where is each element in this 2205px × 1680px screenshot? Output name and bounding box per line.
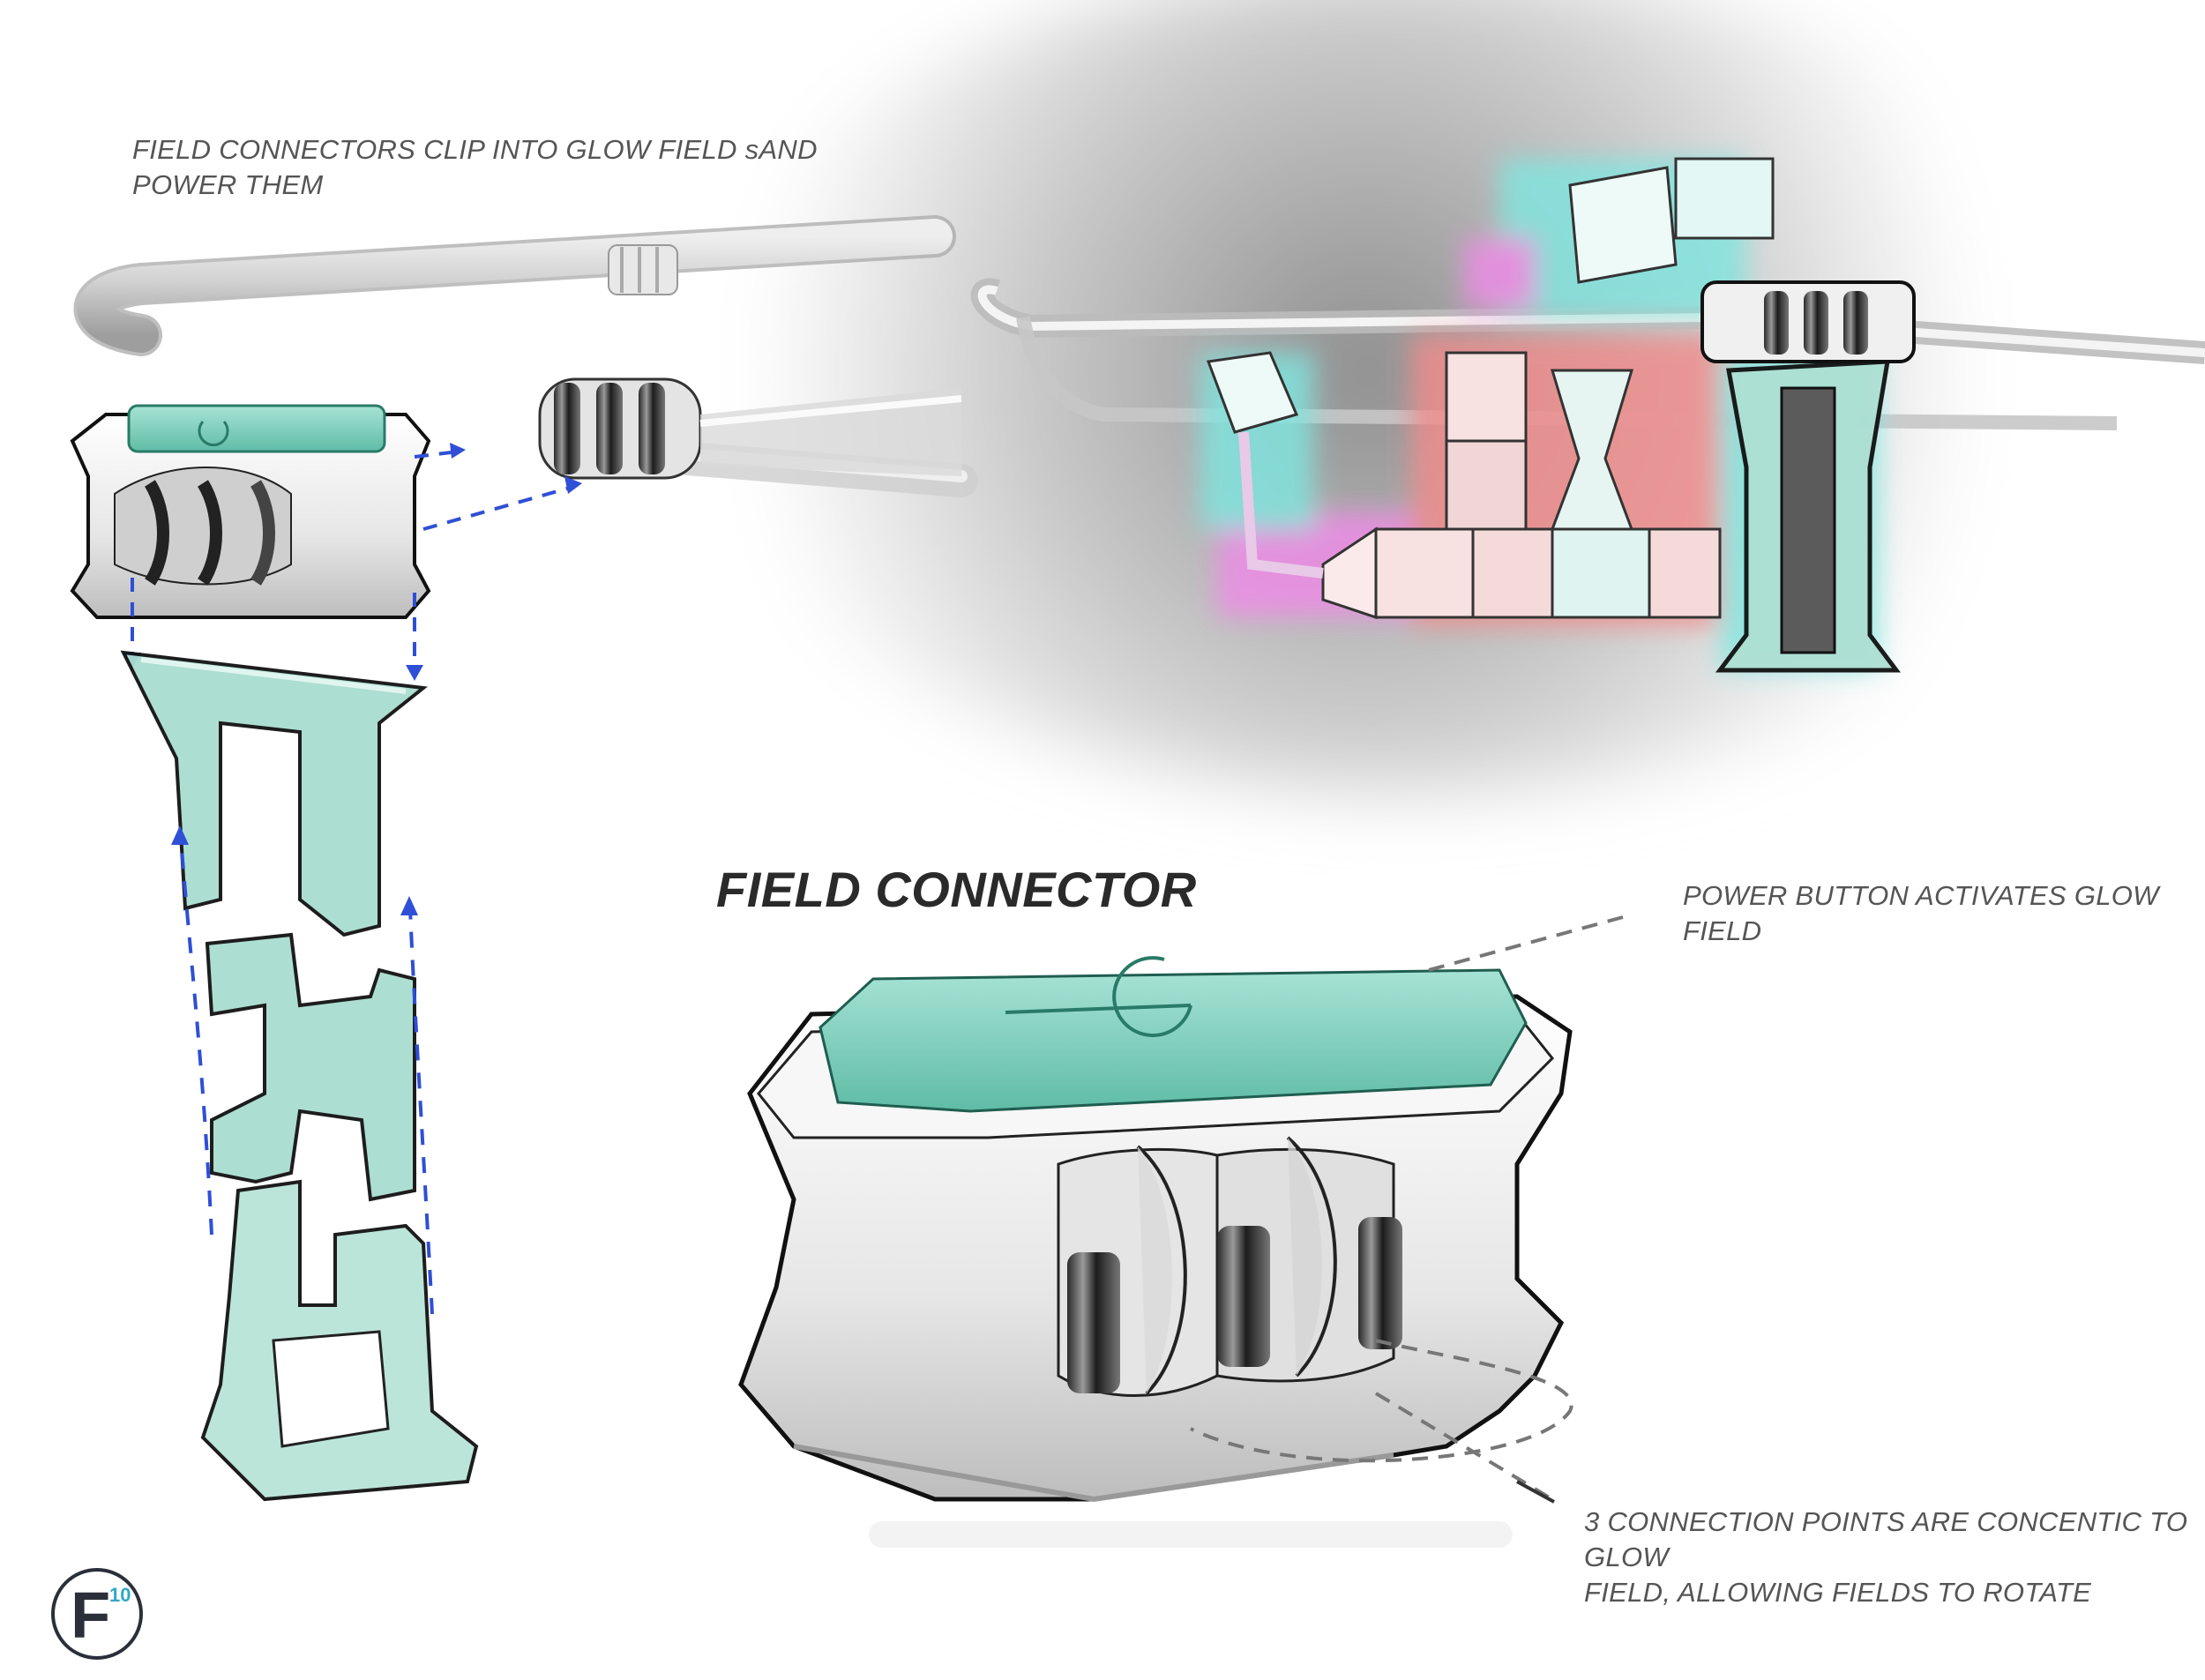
logo-superscript: 10 <box>109 1584 131 1606</box>
clip-note-line-2: POWER THEM <box>132 169 324 200</box>
connector-large <box>738 956 1573 1503</box>
mounted-connector <box>1700 280 1916 673</box>
power-button-small <box>127 404 386 453</box>
clip-note: FIELD CONNECTORS CLIP INTO GLOW FIELD sA… <box>132 132 818 203</box>
logo-letter: F <box>71 1579 111 1652</box>
tube-metal-rings <box>538 377 962 480</box>
power-button-large <box>818 968 1528 1113</box>
callout-tip <box>1516 1480 1555 1504</box>
stand-middle-piece <box>205 932 416 1202</box>
power-note: POWER BUTTON ACTIVATES GLOW FIELD <box>1683 880 2159 946</box>
glow-field-tube <box>73 215 978 497</box>
stand-base-piece <box>200 1179 479 1502</box>
connection-note: 3 CONNECTION POINTS ARE CONCENTIC TO GLO… <box>1584 1505 2205 1610</box>
connector-small <box>70 404 431 619</box>
tube-ring <box>608 244 678 295</box>
f10-logo: F 10 <box>51 1568 143 1660</box>
diagram-title: FIELD CONNECTOR <box>716 862 1197 917</box>
connection-note-line-2: FIELD, ALLOWING FIELDS TO ROTATE <box>1584 1577 2092 1608</box>
glow-field-render <box>970 157 2205 673</box>
arrow-heads-stand <box>171 825 418 915</box>
connection-note-line-1: 3 CONNECTION POINTS ARE CONCENTIC TO GLO… <box>1584 1506 2188 1572</box>
stand-top-piece <box>120 650 428 937</box>
clip-note-line-1: FIELD CONNECTORS CLIP INTO GLOW FIELD sA… <box>132 134 818 165</box>
assembly-arrows-stand <box>179 837 434 1315</box>
callout-lines <box>1190 915 1624 1501</box>
